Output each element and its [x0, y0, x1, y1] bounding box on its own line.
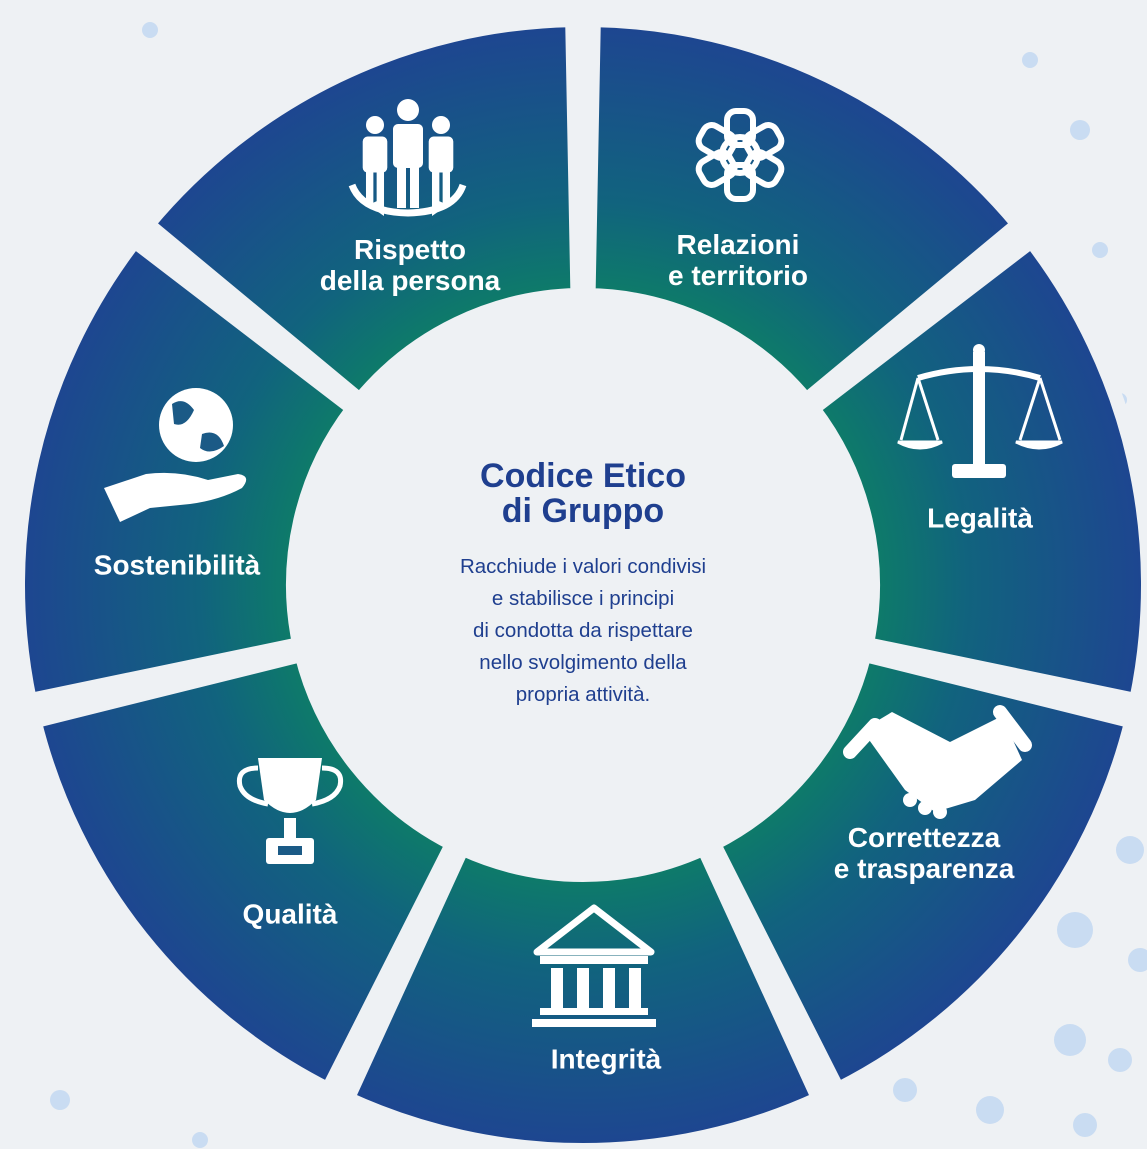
segment-label-line: Relazioni: [676, 229, 800, 260]
segment-label-line: e trasparenza: [833, 853, 1015, 884]
segment-rispetto: [581, 13, 1025, 407]
center-text: Codice Etico di Gruppo Racchiude i valor…: [403, 459, 763, 711]
segment-label-line: Rispetto: [353, 234, 466, 265]
segment-label-line: della persona: [319, 265, 501, 296]
center-title: Codice Etico di Gruppo: [403, 459, 763, 529]
center-title-line: di Gruppo: [501, 492, 665, 530]
trophy-icon: [236, 758, 344, 864]
decor-dot: [1054, 1024, 1086, 1056]
segment-label-line: Qualità: [242, 898, 338, 930]
handshake-icon: [843, 705, 1032, 819]
segment-label-legalita: Legalità: [927, 503, 1033, 534]
people-circle-icon: [348, 99, 467, 217]
decor-dot: [976, 1096, 1004, 1124]
decor-dot: [1108, 1048, 1132, 1072]
decor-dot: [1092, 242, 1108, 258]
globe-hand-icon: [104, 388, 247, 522]
center-description: Racchiude i valori condivisi e stabilisc…: [403, 551, 763, 711]
decor-dot: [1022, 52, 1038, 68]
decor-dot: [1057, 912, 1093, 948]
segment-label-sostenibilita: Sostenibilità: [94, 550, 260, 581]
segments: [11, 13, 1147, 1149]
center-description-line: di condotta da rispettare: [473, 619, 693, 642]
decor-dot: [1128, 948, 1147, 972]
segment-label-qualita: Qualità: [243, 899, 338, 930]
center-description-line: propria attività.: [515, 683, 651, 706]
center-disc: [325, 327, 841, 843]
segment-legalita: [706, 647, 1139, 1097]
center-description-line: e stabilisce i principi: [491, 587, 675, 610]
decor-dot: [1073, 1113, 1097, 1137]
segment-qualita: [11, 234, 360, 708]
segment-label-line: Integrità: [550, 1043, 662, 1075]
linked-hands-icon: [695, 108, 785, 202]
decor-dot: [192, 1132, 208, 1148]
decor-dot: [1116, 836, 1144, 864]
segment-label-integrita: Integrità: [551, 1044, 661, 1075]
scales-icon: [897, 344, 1063, 478]
center-description-line: nello svolgimento della: [479, 651, 687, 674]
center-description-line: Racchiude i valori condivisi: [459, 555, 707, 578]
decor-dot: [893, 1078, 917, 1102]
segment-label-line: Sostenibilità: [93, 549, 261, 581]
classical-building-icon: [532, 904, 656, 1027]
decor-dot: [142, 22, 158, 38]
icons: [104, 99, 1063, 1027]
segment-label-line: Correttezza: [847, 822, 1001, 853]
segment-label-line: Legalità: [927, 502, 1033, 534]
decor-dot: [50, 1090, 70, 1110]
center-title-line: Codice Etico: [480, 457, 686, 495]
segment-label-line: e territorio: [667, 260, 809, 291]
segment-integrita: [27, 647, 460, 1097]
segment-sostenibilita: [141, 13, 585, 407]
decor-dot: [1070, 120, 1090, 140]
